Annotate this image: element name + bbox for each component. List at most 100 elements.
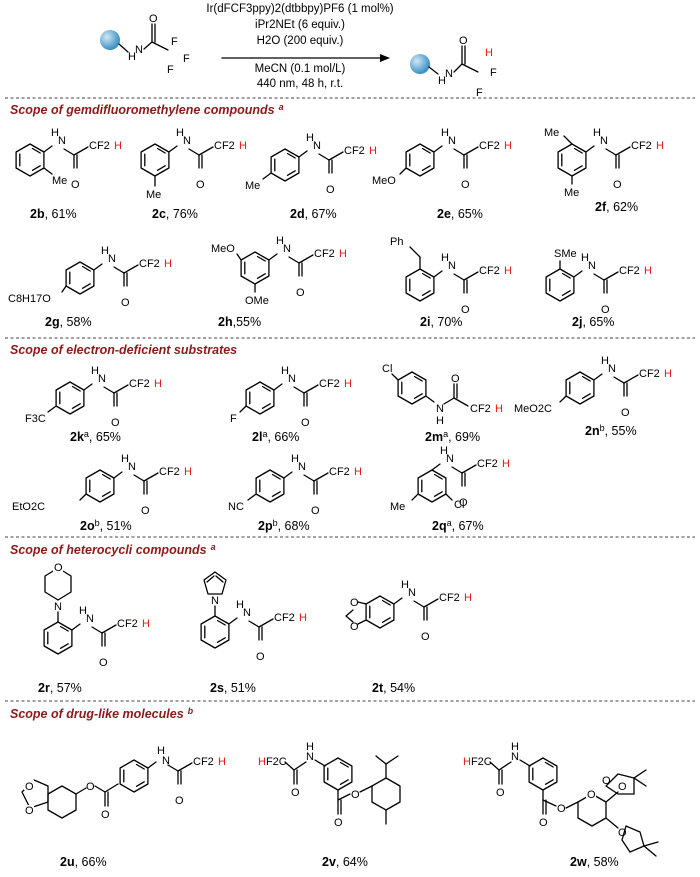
svg-text:H: H <box>306 741 314 753</box>
structure-2n: HN O CF2 H MeO2C <box>514 355 672 419</box>
svg-text:O: O <box>601 304 610 316</box>
svg-text:O: O <box>99 657 108 669</box>
svg-text:O: O <box>301 417 310 429</box>
condition-solvent: MeCN (0.1 mol/L) <box>255 63 346 75</box>
svg-text:Me: Me <box>390 501 405 513</box>
svg-text:MeO: MeO <box>211 243 235 255</box>
svg-text:F: F <box>230 413 237 425</box>
svg-text:N: N <box>108 253 116 265</box>
svg-text:H: H <box>101 245 109 257</box>
svg-text:H: H <box>344 378 352 390</box>
label-2u: 2u, 66% <box>60 855 107 869</box>
svg-text:Scope of electron-deficient su: Scope of electron-deficient substrates <box>10 343 237 357</box>
structure-2r: HN O CF2 H N O <box>43 562 150 669</box>
svg-text:N: N <box>162 755 170 767</box>
svg-text:H: H <box>581 252 589 264</box>
svg-text:N: N <box>306 751 314 763</box>
structure-2l: HN O CF2 H F <box>230 365 352 429</box>
svg-text:H: H <box>306 132 314 144</box>
label-2w: 2w, 58% <box>570 855 619 869</box>
svg-text:H: H <box>495 403 503 415</box>
svg-text:H: H <box>184 466 192 478</box>
svg-text:H: H <box>339 248 347 260</box>
svg-text:CF2: CF2 <box>344 145 365 157</box>
label-2g: 2g, 58% <box>45 315 92 329</box>
structure-2v: HF2C H O NH O O <box>258 741 401 829</box>
svg-text:N: N <box>183 135 191 147</box>
svg-text:H: H <box>441 252 449 264</box>
label-2p: 2pb, 68% <box>258 518 310 533</box>
svg-text:H: H <box>218 756 226 768</box>
section-title-2: Scope of electron-deficient substrates <box>10 343 237 357</box>
svg-text:H: H <box>664 368 672 380</box>
structure-2h: HN O CF2 H MeO OMe <box>211 235 347 307</box>
svg-text:H: H <box>511 741 519 753</box>
label-2n: 2nb, 55% <box>585 423 637 438</box>
svg-text:N: N <box>408 587 416 599</box>
svg-text:H: H <box>91 365 99 377</box>
svg-text:O: O <box>451 373 460 385</box>
nh-label: H <box>128 51 136 63</box>
svg-text:N: N <box>313 140 321 152</box>
svg-text:CF2: CF2 <box>329 466 350 478</box>
svg-text:O: O <box>459 497 468 509</box>
svg-text:MeO2C: MeO2C <box>514 403 552 415</box>
svg-text:H: H <box>114 140 122 152</box>
svg-text:CF2: CF2 <box>479 140 500 152</box>
structure-2g: HN O CF2 H C8H17O <box>8 245 172 309</box>
svg-text:O: O <box>291 787 300 799</box>
structure-2k: HN O CF2 H F3C <box>25 365 162 429</box>
svg-text:N: N <box>298 461 306 473</box>
svg-text:H: H <box>258 756 266 768</box>
svg-text:H: H <box>121 453 129 465</box>
svg-text:O: O <box>175 795 184 807</box>
svg-text:N: N <box>283 243 291 255</box>
svg-text:Me: Me <box>52 175 67 187</box>
svg-text:H: H <box>299 612 307 624</box>
svg-text:O: O <box>421 631 430 643</box>
svg-text:H: H <box>291 453 299 465</box>
label-2r: 2r, 57% <box>38 681 82 695</box>
svg-text:CF2: CF2 <box>439 592 460 604</box>
svg-text:CF2: CF2 <box>477 458 498 470</box>
svg-text:N: N <box>58 135 66 147</box>
svg-text:O: O <box>149 13 158 25</box>
svg-text:CF2: CF2 <box>129 378 150 390</box>
svg-text:CF2: CF2 <box>619 265 640 277</box>
svg-text:O: O <box>121 297 130 309</box>
svg-text:H: H <box>154 378 162 390</box>
svg-text:H: H <box>441 127 449 139</box>
svg-text:CF2: CF2 <box>193 756 214 768</box>
svg-text:H: H <box>401 579 409 591</box>
svg-text:C8H17O: C8H17O <box>8 293 51 305</box>
svg-text:N: N <box>445 68 453 80</box>
svg-text:CF2: CF2 <box>214 140 235 152</box>
svg-text:O: O <box>71 179 80 191</box>
svg-text:N: N <box>448 135 456 147</box>
label-2i: 2i, 70% <box>420 315 462 329</box>
label-2k: 2ka, 65% <box>70 429 121 444</box>
svg-text:O: O <box>25 805 34 817</box>
svg-text:H: H <box>656 140 664 152</box>
svg-text:O: O <box>557 803 566 815</box>
svg-text:Cl: Cl <box>454 499 464 511</box>
svg-text:H: H <box>438 75 446 87</box>
label-2f: 2f, 62% <box>595 200 638 214</box>
svg-text:F: F <box>183 53 190 65</box>
condition-water: H2O (200 equiv.) <box>257 35 344 47</box>
svg-text:H: H <box>485 47 493 59</box>
svg-text:N: N <box>511 751 519 763</box>
svg-text:O: O <box>101 809 110 821</box>
svg-text:CF2: CF2 <box>274 612 295 624</box>
svg-text:N: N <box>288 373 296 385</box>
structure-2c: HN O CF2 H Me <box>140 127 247 201</box>
structure-2f: HN O CF2 H Me Me <box>544 127 664 199</box>
svg-text:H: H <box>504 140 512 152</box>
structure-2b: HN O CF2 H Me <box>15 127 122 191</box>
structure-2p: HN O CF2 H NC <box>228 453 362 517</box>
svg-text:CF2: CF2 <box>89 140 110 152</box>
label-2e: 2e, 65% <box>437 207 483 221</box>
